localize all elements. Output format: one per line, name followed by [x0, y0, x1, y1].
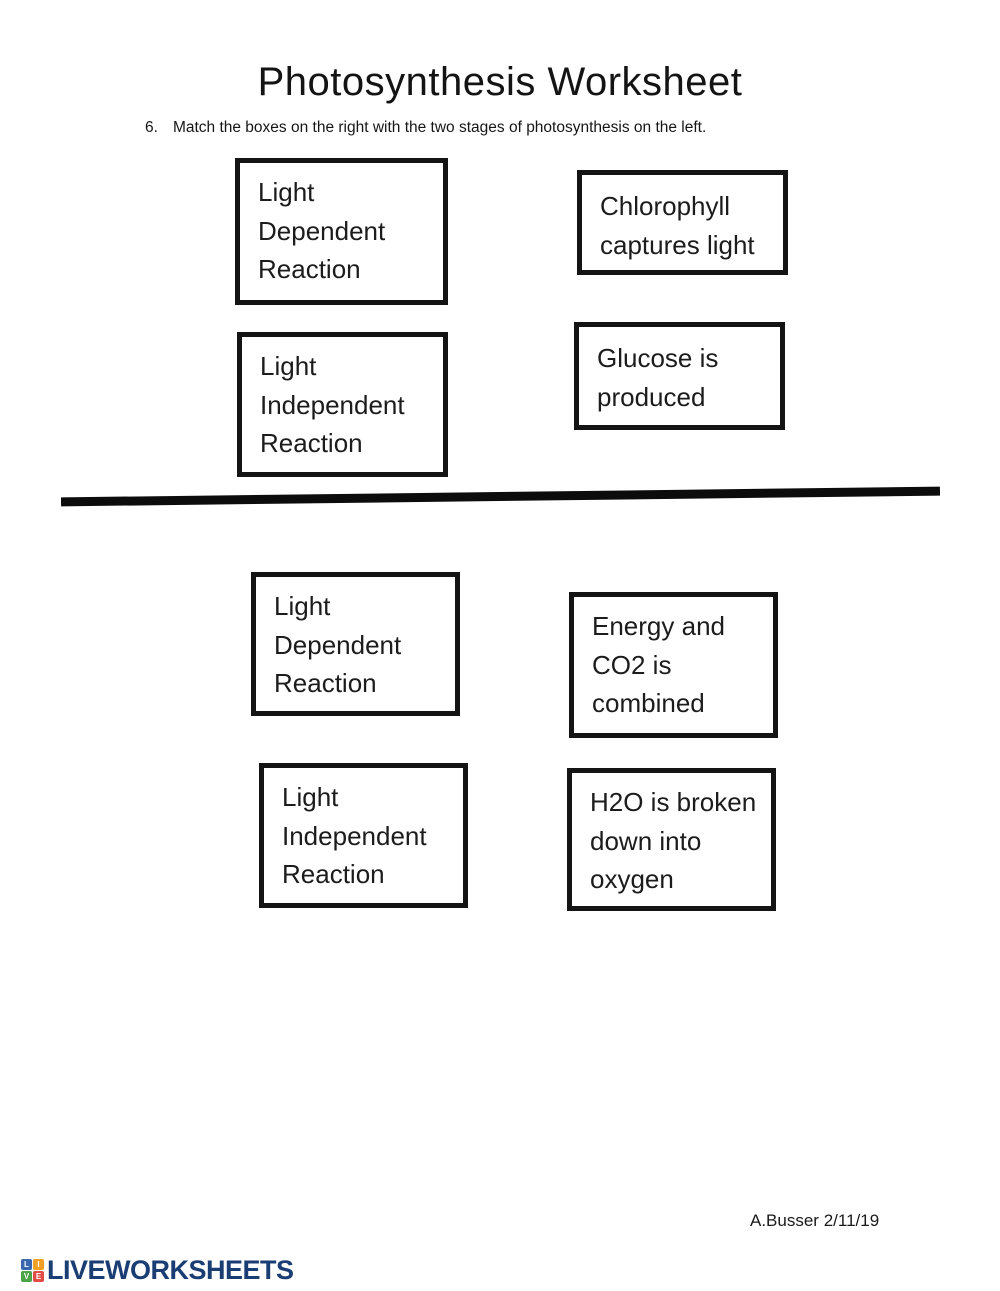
logo-tile-l: L — [21, 1259, 32, 1270]
page-title: Photosynthesis Worksheet — [257, 60, 743, 104]
liveworksheets-wordmark: LIVEWORKSHEETS — [47, 1255, 294, 1285]
section-divider — [60, 486, 941, 507]
match-box-light-independent-2[interactable]: Light Independent Reaction — [259, 763, 468, 908]
author-credit: A.Busser 2/11/19 — [750, 1211, 880, 1230]
liveworksheets-logo[interactable]: L I V E LIVEWORKSHEETS — [21, 1255, 294, 1286]
logo-tile-i: I — [33, 1259, 44, 1270]
logo-tile-v: V — [21, 1271, 32, 1282]
match-box-h2o-broken-down[interactable]: H2O is broken down into oxygen — [567, 768, 776, 911]
logo-tile-e: E — [33, 1271, 44, 1282]
match-box-energy-co2-combined[interactable]: Energy and CO2 is combined — [569, 592, 778, 738]
liveworksheets-icon: L I V E — [21, 1259, 44, 1282]
question-row: 6. Match the boxes on the right with the… — [145, 119, 706, 137]
match-box-light-dependent-1[interactable]: Light Dependent Reaction — [235, 158, 448, 305]
instruction-text: Match the boxes on the right with the tw… — [172, 119, 707, 136]
question-number: 6. — [145, 119, 158, 136]
match-box-glucose-produced[interactable]: Glucose is produced — [574, 322, 785, 430]
match-box-light-independent-1[interactable]: Light Independent Reaction — [237, 332, 448, 477]
match-box-chlorophyll-captures-light[interactable]: Chlorophyll captures light — [577, 170, 788, 275]
match-box-light-dependent-2[interactable]: Light Dependent Reaction — [251, 572, 460, 716]
